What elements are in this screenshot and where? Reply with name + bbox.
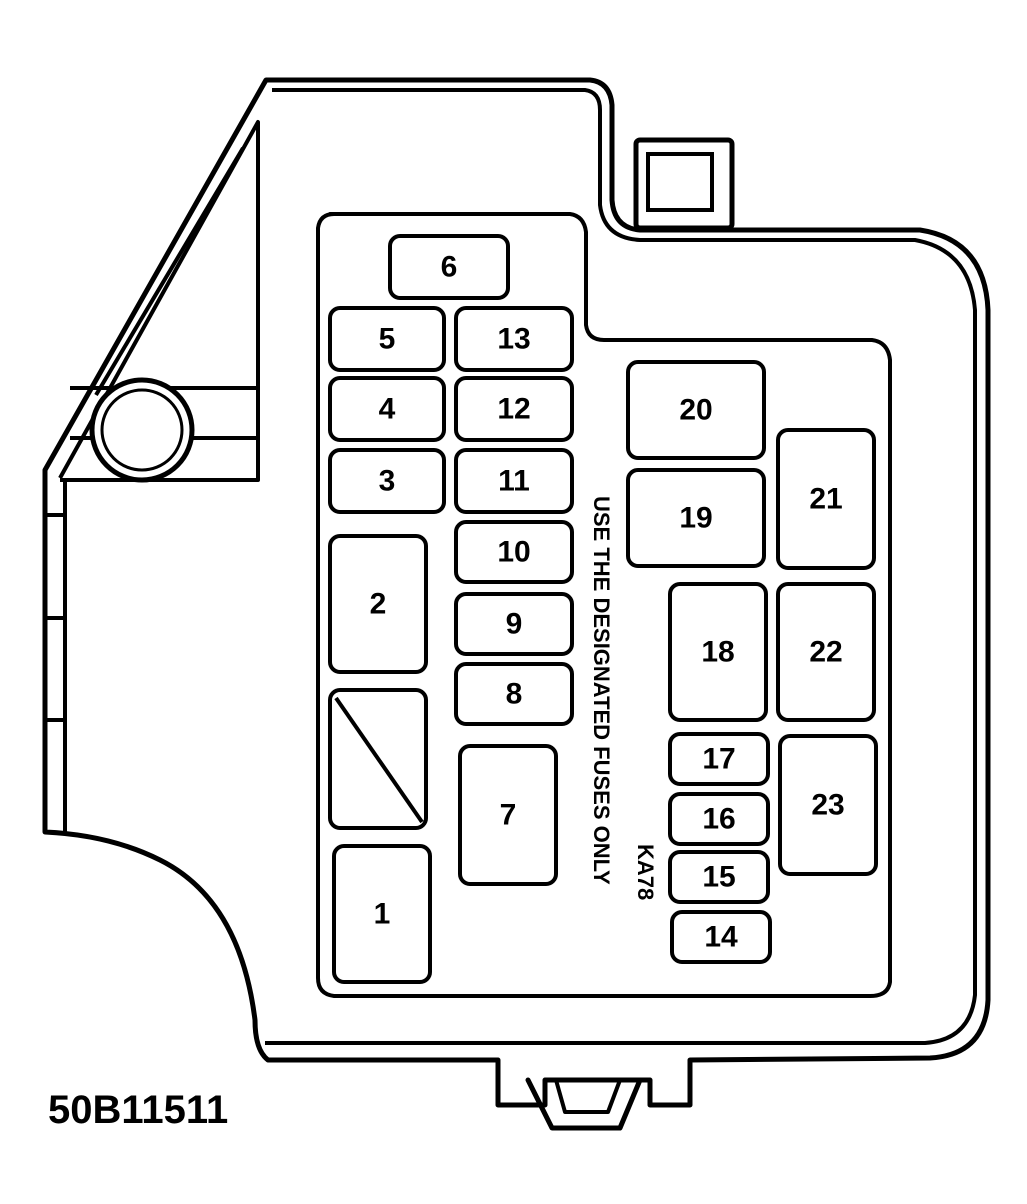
- grommet-inner-circle: [100, 388, 184, 472]
- top-latch-window: [646, 152, 714, 212]
- fuse-2: 2: [328, 534, 428, 674]
- housing-diagonal-wall: [58, 120, 260, 482]
- fuse-label: 20: [679, 394, 712, 427]
- fuse-label: 7: [500, 799, 517, 832]
- fuse-21: 21: [776, 428, 876, 570]
- fuse-13: 13: [454, 306, 574, 372]
- fuse-label: 15: [702, 861, 735, 894]
- housing-outer-outline: [42, 77, 991, 1108]
- grommet-circle: [89, 377, 195, 483]
- fuse-4: 4: [328, 376, 446, 442]
- fuse-panel-boundary: [316, 212, 892, 998]
- figure-code: 50B11511: [48, 1088, 229, 1132]
- fuse-9: 9: [454, 592, 574, 656]
- fuse-3: 3: [328, 448, 446, 514]
- fuse-18: 18: [668, 582, 768, 722]
- fuse-8: 8: [454, 662, 574, 726]
- fuse-5: 5: [328, 306, 446, 372]
- fuse-19: 19: [626, 468, 766, 568]
- fuse-16: 16: [668, 792, 770, 846]
- fuse-12: 12: [454, 376, 574, 442]
- fuse-label: 21: [809, 483, 842, 516]
- fuse-label: 2: [370, 588, 387, 621]
- top-latch: [633, 137, 735, 231]
- fuse-label: 12: [497, 393, 530, 426]
- fuse-label: 11: [498, 465, 530, 498]
- fuse-label: 18: [701, 636, 734, 669]
- fuse-label: 5: [379, 323, 396, 356]
- notice-text: USE THE DESIGNATED FUSES ONLY: [589, 496, 614, 885]
- housing-inner-outline: [265, 88, 977, 1045]
- fuse-1: 1: [332, 844, 432, 984]
- fuse-label: 16: [702, 803, 735, 836]
- fuse-label: 23: [811, 789, 844, 822]
- fuse-label: 3: [379, 465, 396, 498]
- fuse-label: 19: [679, 502, 712, 535]
- fuse-11: 11: [454, 448, 574, 514]
- fuse-6: 6: [388, 234, 510, 300]
- fuse-10: 10: [454, 520, 574, 584]
- fuse-label: 9: [506, 608, 523, 641]
- fuse-label: 10: [497, 536, 530, 569]
- fuse-label: 4: [379, 393, 396, 426]
- fuse-22: 22: [776, 582, 876, 722]
- fuse-14: 14: [670, 910, 772, 964]
- fuse-7: 7: [458, 744, 558, 886]
- fuse-15: 15: [668, 850, 770, 904]
- fuse-label: 6: [441, 251, 458, 284]
- fuse-label: 17: [702, 743, 735, 776]
- bottom-latch-inner: [554, 1079, 622, 1114]
- bottom-latch: [525, 1077, 643, 1131]
- fuse-20: 20: [626, 360, 766, 460]
- housing-inner-diagonal: [94, 146, 245, 397]
- slot-diagonal-line: [334, 696, 424, 824]
- part-code-text: KA78: [633, 844, 658, 900]
- fuse-label: 8: [506, 678, 523, 711]
- fuse-17: 17: [668, 732, 770, 786]
- fuse-23: 23: [778, 734, 878, 876]
- fuse-label: 14: [704, 921, 738, 954]
- fuse-label: 13: [497, 323, 530, 356]
- empty-fuse-slot: [328, 688, 428, 830]
- fuse-label: 1: [374, 898, 391, 931]
- fuse-label: 22: [809, 636, 842, 669]
